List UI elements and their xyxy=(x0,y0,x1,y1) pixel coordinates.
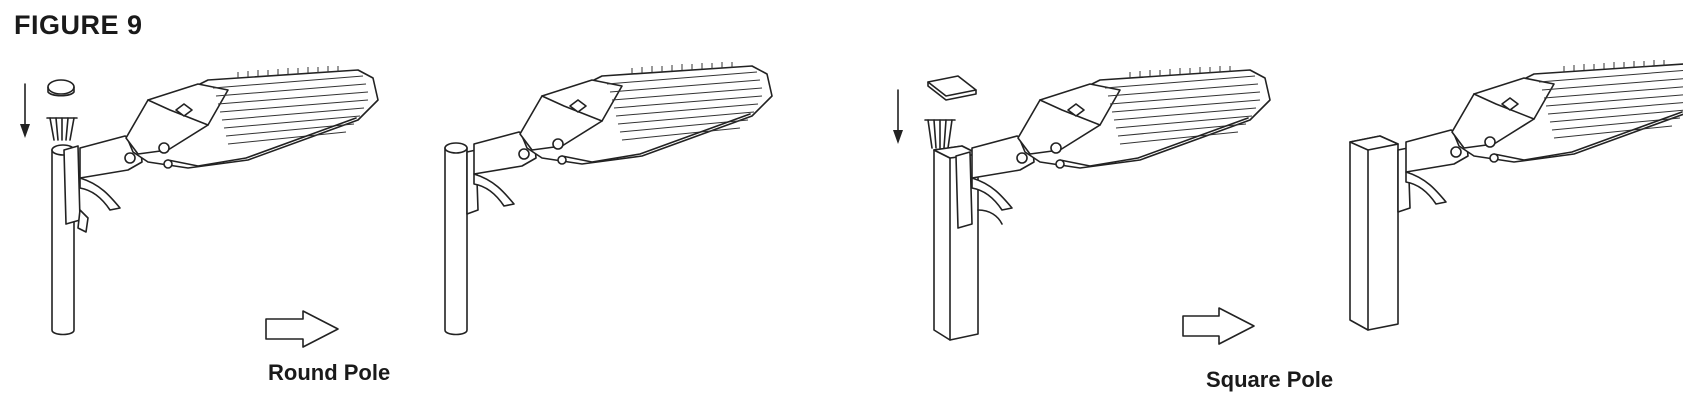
panel-round-assembled xyxy=(444,61,773,336)
caption-round-pole: Round Pole xyxy=(268,360,391,385)
panel-square-exploded xyxy=(893,65,1271,341)
wire-bundle xyxy=(46,117,78,141)
panel-round-exploded xyxy=(20,65,379,336)
mounting-bracket xyxy=(63,145,81,225)
down-arrow-icon xyxy=(20,83,30,138)
round-pole-assembled xyxy=(444,142,468,336)
square-pole-assembled xyxy=(1349,135,1399,331)
wire-bundle xyxy=(924,119,956,149)
right-arrow-square xyxy=(1182,307,1255,345)
right-arrow-round xyxy=(265,310,339,348)
figure-title: FIGURE 9 xyxy=(14,10,143,40)
down-arrow-icon xyxy=(893,89,903,144)
caption-square-pole: Square Pole xyxy=(1206,367,1334,392)
panel-square-assembled xyxy=(1349,59,1683,331)
mounting-bracket xyxy=(955,151,973,229)
square-pole-cap xyxy=(927,75,977,101)
round-pole-cap xyxy=(47,79,75,97)
